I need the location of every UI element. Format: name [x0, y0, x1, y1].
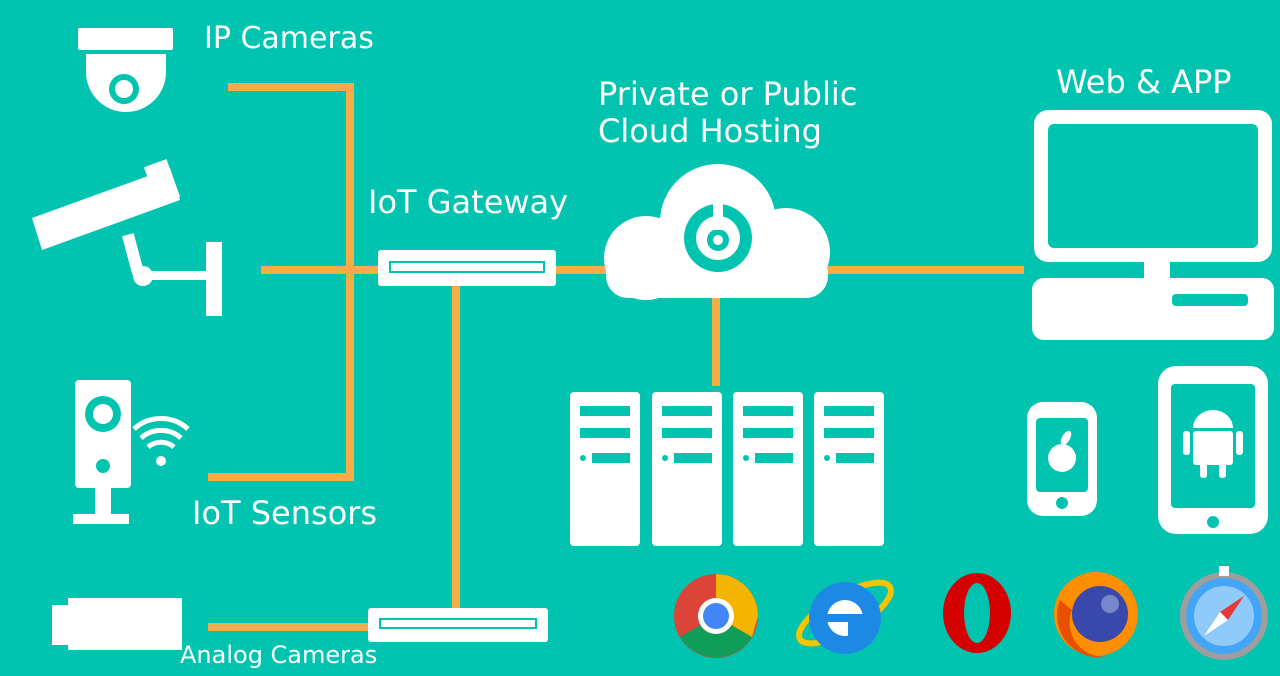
cloud-icon	[604, 164, 830, 300]
web-app-label: Web & APP	[1056, 63, 1232, 101]
server-icon-2	[652, 392, 722, 546]
firefox-icon	[1054, 572, 1138, 658]
analog-camera-icon	[52, 598, 182, 650]
internet-explorer-icon	[796, 579, 894, 654]
iphone-icon	[1027, 402, 1097, 516]
cloud-hosting-label-line: Private or Public	[598, 75, 858, 113]
safari-icon	[1180, 566, 1268, 660]
android-phone-icon	[1158, 366, 1268, 534]
desktop-monitor-icon	[1032, 110, 1274, 340]
server-icon-3	[733, 392, 803, 546]
analog-cameras-label: Analog Cameras	[180, 641, 378, 669]
bullet-camera-icon	[32, 159, 222, 316]
chrome-icon	[674, 574, 758, 658]
ip-cameras-label: IP Cameras	[204, 21, 374, 56]
www-label: www	[1104, 162, 1204, 203]
connector-lines	[208, 83, 1024, 631]
gateway-device-icon	[378, 250, 556, 286]
iot-gateway-label: IoT Gateway	[368, 183, 569, 221]
cloud-hosting-label-line: Cloud Hosting	[598, 111, 822, 150]
dome-camera-icon	[78, 28, 173, 112]
iot-sensors-label: IoT Sensors	[192, 494, 378, 532]
server-icon-4	[814, 392, 884, 546]
opera-icon	[943, 573, 1011, 653]
ip-camera-connector	[208, 83, 354, 481]
gateway-device-icon-lower	[368, 608, 548, 642]
wifi-camera-icon	[73, 380, 190, 524]
server-icon-1	[570, 392, 640, 546]
